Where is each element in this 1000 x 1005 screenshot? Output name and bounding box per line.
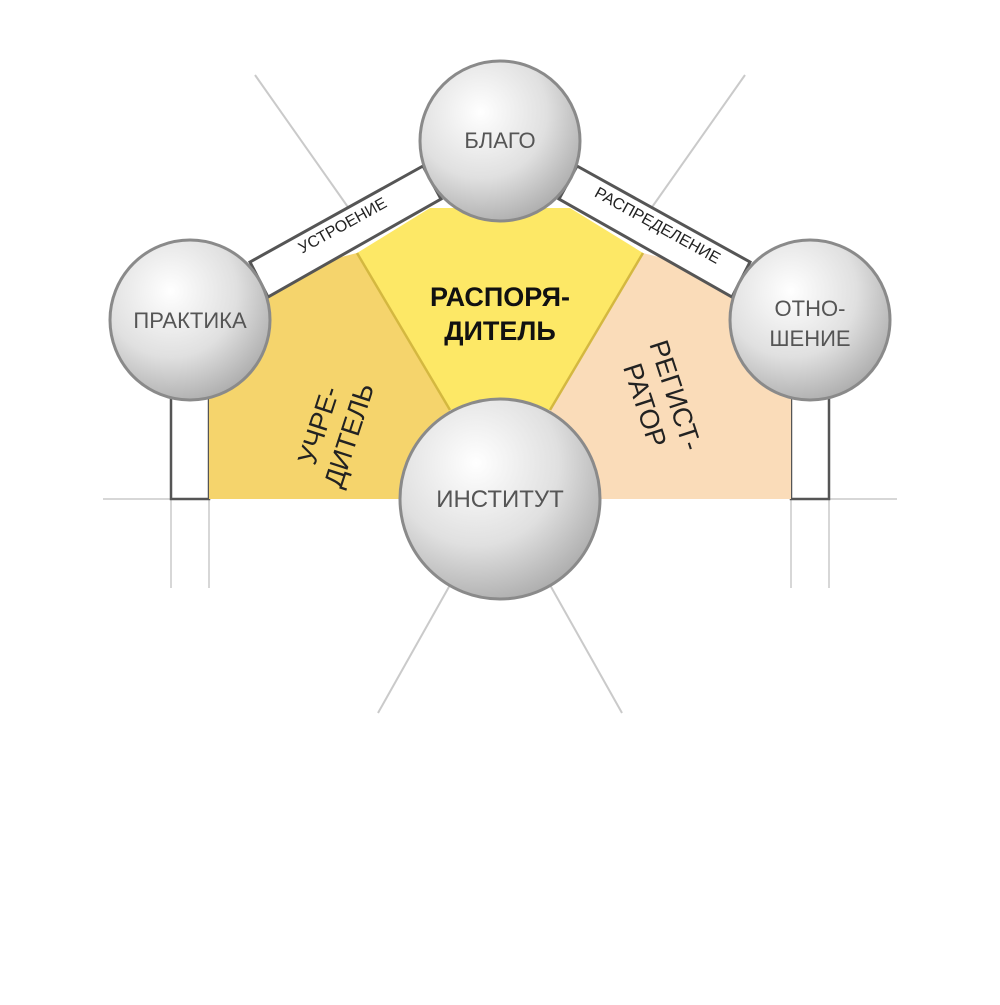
guide-line-bottom-left (377, 584, 451, 714)
sector-label-registrator: РЕГИСТ- РАТОР (617, 336, 707, 454)
node-label-otnoshenie-line1: ОТНО- (775, 296, 846, 321)
sector-divider-right (548, 252, 645, 411)
node-institut: ИНСТИТУТ (398, 397, 602, 601)
node-otnoshenie: ОТНО- ШЕНИЕ (728, 238, 892, 402)
sphere-praktika (108, 238, 272, 402)
node-label-blago: БЛАГО (464, 128, 535, 153)
node-praktika: ПРАКТИКА (108, 238, 272, 402)
sector-label-rasporyaditel-line1: РАСПОРЯ- (430, 282, 570, 312)
node-label-praktika: ПРАКТИКА (133, 308, 247, 333)
pillar-right (789, 388, 831, 501)
sphere-otnoshenie (728, 238, 892, 402)
node-blago: БЛАГО (418, 59, 582, 223)
sector-center (357, 208, 643, 410)
guide-line-top-left (254, 74, 351, 211)
sector-label-rasporyaditel-line2: ДИТЕЛЬ (444, 316, 556, 346)
sector-divider-left (355, 252, 452, 411)
node-label-institut: ИНСТИТУТ (436, 486, 564, 513)
guide-line-bottom-right (549, 584, 623, 714)
sphere-blago (418, 59, 582, 223)
node-label-otnoshenie-line2: ШЕНИЕ (769, 326, 850, 351)
guide-line-top-right (649, 74, 746, 211)
sphere-institut (398, 397, 602, 601)
pillar-left (169, 388, 211, 501)
sector-label-rasporyaditel: РАСПОРЯ- ДИТЕЛЬ (430, 282, 570, 346)
